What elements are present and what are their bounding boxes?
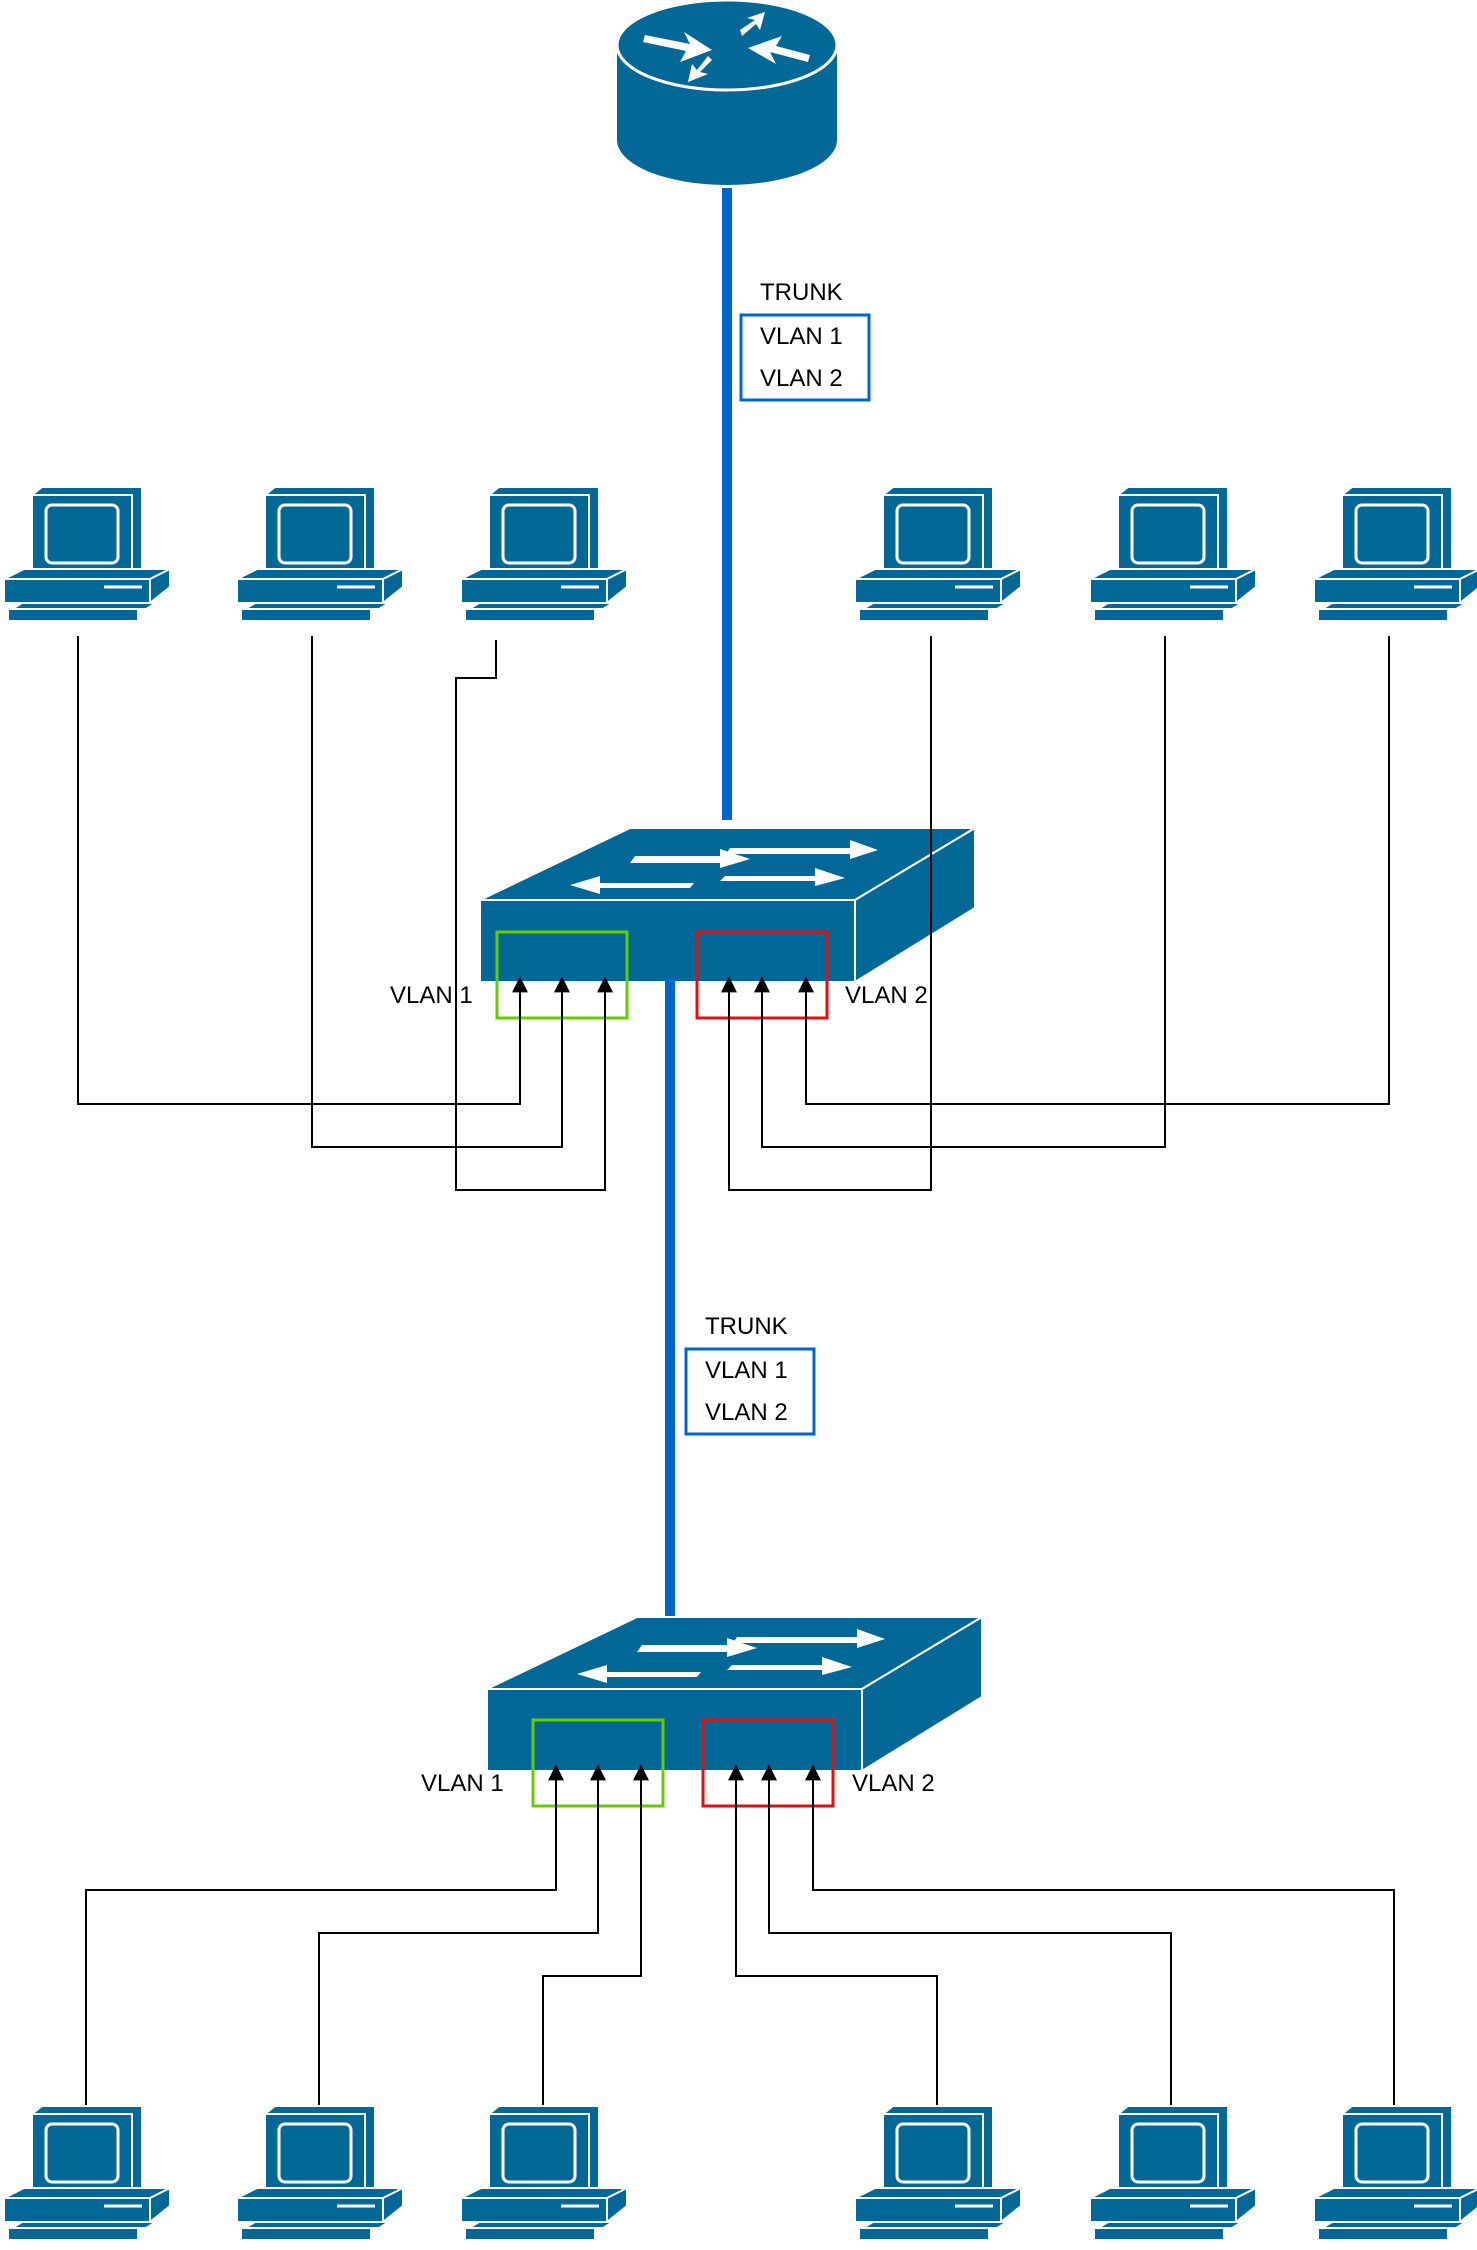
switch1-wires (77, 636, 1390, 1191)
trunk-label-2: TRUNK VLAN 1 VLAN 2 (684, 1313, 816, 1436)
switch1-vlan2-label: VLAN 2 (845, 982, 928, 1009)
switch2-wires (85, 1764, 1395, 2106)
workstation-icon (853, 2104, 1023, 2242)
workstation-icon (1312, 2104, 1477, 2242)
workstation-icon (459, 485, 629, 623)
trunk-title-2: TRUNK (705, 1313, 788, 1340)
workstation-icon (853, 485, 1023, 623)
trunk-box-2 (684, 1347, 816, 1436)
workstation-icon (1088, 485, 1258, 623)
trunk-label-1: TRUNK VLAN 1 VLAN 2 (739, 279, 871, 402)
switch1-vlan1-label: VLAN 1 (390, 982, 473, 1009)
trunk-title-1: TRUNK (760, 279, 843, 306)
trunk-vlan2-2: VLAN 2 (705, 1399, 788, 1426)
router-icon (615, 0, 839, 185)
trunk-vlan1-2: VLAN 1 (705, 1357, 788, 1384)
switch2-vlan2-label: VLAN 2 (852, 1770, 935, 1797)
workstation-icon (2, 2104, 172, 2242)
switch-icon (479, 827, 976, 983)
workstation-icon (1312, 485, 1477, 623)
switch2-vlan1-label: VLAN 1 (421, 1770, 504, 1797)
workstation-icon (2, 485, 172, 623)
workstation-icon (235, 485, 405, 623)
workstation-icon (1088, 2104, 1258, 2242)
workstation-icon (459, 2104, 629, 2242)
switch-icon (486, 1616, 983, 1772)
workstation-icon (235, 2104, 405, 2242)
trunk-vlan1-1: VLAN 1 (760, 323, 843, 350)
trunk-box-1 (739, 313, 871, 402)
trunk-vlan2-1: VLAN 2 (760, 365, 843, 392)
